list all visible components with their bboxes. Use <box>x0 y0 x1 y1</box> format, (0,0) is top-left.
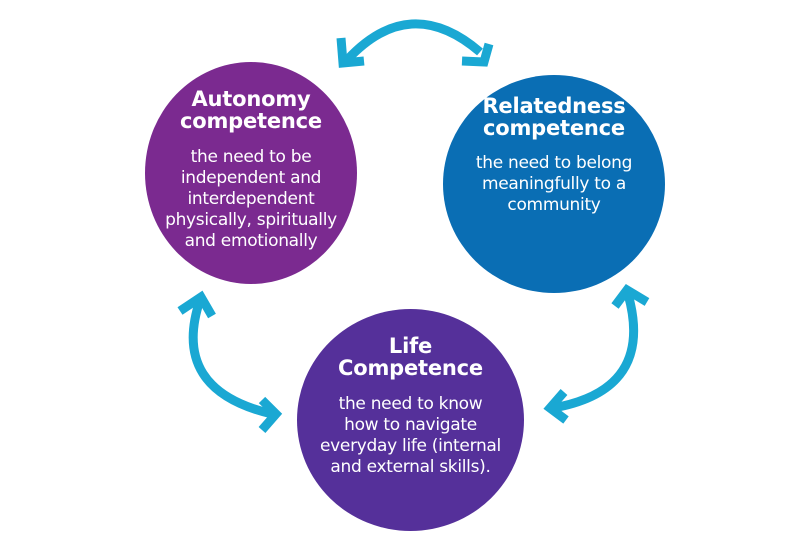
arrow-autonomy-relatedness-arc <box>343 19 483 64</box>
autonomy-competence-circle: Autonomy competence the need to be indep… <box>145 62 357 284</box>
life-desc-line: and external skills). <box>330 457 491 477</box>
autonomy-desc-line: physically, spiritually <box>165 210 337 230</box>
autonomy-desc-line: independent and <box>180 168 322 188</box>
life-desc-line: how to navigate <box>344 415 477 435</box>
relatedness-desc-line: community <box>507 195 601 215</box>
arrow-relatedness-life-head-top <box>611 284 650 309</box>
life-competence-circle: Life Competence the need to know how to … <box>297 309 524 531</box>
life-desc-line: everyday life (internal <box>320 436 501 456</box>
arrow-autonomy-life-head-bottom <box>258 396 283 433</box>
life-desc-line: the need to know <box>338 394 483 414</box>
arrow-autonomy-relatedness-head-left <box>336 37 365 68</box>
life-title: Life Competence <box>338 335 483 379</box>
arrow-autonomy-life-head-top <box>177 290 216 319</box>
life-description: the need to know how to navigate everyda… <box>320 394 501 478</box>
relatedness-title-line1: Relatedness <box>482 94 626 118</box>
autonomy-desc-line: and emotionally <box>184 231 318 251</box>
arrow-relatedness-life-arc <box>552 292 639 413</box>
arrow-relatedness-life <box>543 284 650 424</box>
relatedness-desc-line: meaningfully to a <box>482 174 626 194</box>
autonomy-desc-line: interdependent <box>187 189 315 209</box>
life-title-line1: Life <box>388 334 433 358</box>
arrow-autonomy-life-arc <box>188 298 274 419</box>
arrow-autonomy-life <box>177 290 283 433</box>
autonomy-desc-line: the need to be <box>190 147 312 167</box>
arrow-relatedness-life-head-bottom <box>543 389 569 424</box>
arrow-autonomy-relatedness <box>336 19 494 68</box>
relatedness-desc-line: the need to belong <box>475 153 633 173</box>
autonomy-title-line2: competence <box>180 109 322 133</box>
relatedness-title-line2: competence <box>483 116 625 140</box>
arrow-autonomy-relatedness-head-right <box>461 42 494 67</box>
relatedness-competence-circle: Relatedness competence the need to belon… <box>443 75 665 293</box>
autonomy-description: the need to be independent and interdepe… <box>165 147 337 252</box>
relatedness-title: Relatedness competence <box>482 95 625 139</box>
autonomy-title-line1: Autonomy <box>191 87 311 111</box>
life-title-line2: Competence <box>338 356 483 380</box>
relatedness-description: the need to belong meaningfully to a com… <box>475 153 633 216</box>
autonomy-title: Autonomy competence <box>180 88 322 132</box>
